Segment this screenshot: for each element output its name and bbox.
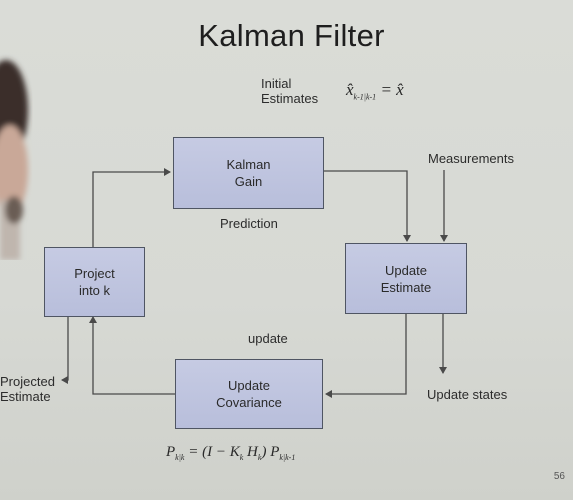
node-kalman-gain: Kalman Gain — [173, 137, 324, 209]
initial-estimates-label: Initial Estimates — [261, 76, 319, 106]
arrow-gain-to-estimate — [323, 170, 411, 242]
slide-number: 56 — [553, 471, 565, 482]
covariance-equation-text: Pk|k = (I − Kk Hk) Pk|k-1 — [166, 444, 296, 462]
node-update-estimate-label: Update Estimate — [380, 262, 432, 295]
node-kalman-gain-label: Kalman Gain — [226, 157, 271, 189]
update-states-label: Update states — [427, 387, 508, 402]
arrow-estimate-to-covariance — [325, 314, 407, 398]
initial-rhs: = x̂ — [380, 80, 404, 99]
presenter-silhouette — [0, 60, 28, 260]
projected-estimate-label: Projected Estimate — [0, 374, 55, 404]
arrow-project-to-projected-estimate — [61, 316, 69, 384]
node-update-covariance: Update Covariance — [175, 359, 323, 429]
node-update-covariance-label: Update Covariance — [216, 378, 282, 410]
arrow-project-to-gain — [92, 168, 171, 247]
prediction-label: Prediction — [220, 216, 278, 231]
node-update-estimate: Update Estimate — [345, 243, 467, 314]
initial-lhs-sub: k-1|k-1 — [353, 92, 377, 102]
arrow-covariance-to-project — [89, 316, 175, 395]
node-project-into-k-label: Project into k — [74, 266, 115, 298]
update-label: update — [248, 331, 288, 346]
node-project-into-k: Project into k — [44, 247, 145, 317]
slide-title: Kalman Filter — [198, 18, 385, 53]
measurements-label: Measurements — [428, 151, 514, 166]
covariance-equation: Pk|k = (I − Kk Hk) Pk|k-1 — [166, 444, 295, 462]
initial-lhs: x̂ — [346, 80, 354, 99]
initial-estimate-equation: x̂k-1|k-1 = x̂ — [346, 80, 404, 101]
